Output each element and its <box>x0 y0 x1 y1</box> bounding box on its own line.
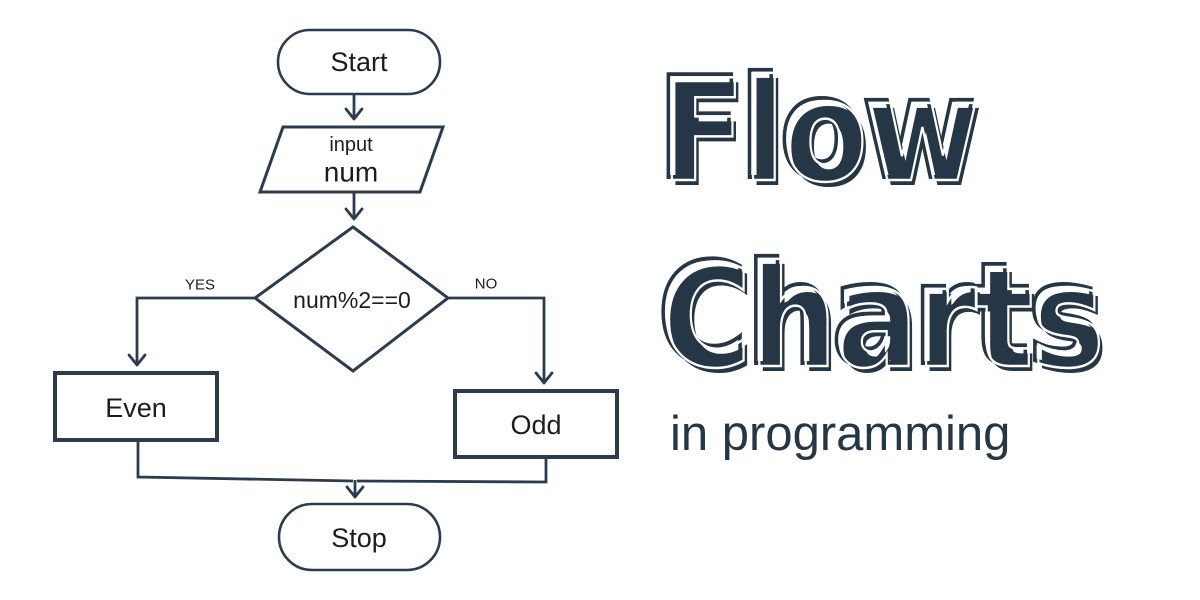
title-line-1-outline-layer: Flow <box>655 47 978 211</box>
stop-node <box>277 502 442 572</box>
input-label-line1: input <box>329 134 373 156</box>
start-label: Start <box>330 47 388 77</box>
input-node <box>257 125 446 194</box>
decision-node <box>252 225 451 373</box>
input-label-line2: num <box>324 157 378 188</box>
odd-node <box>453 389 619 459</box>
title-line-2-outline-layer: Charts <box>655 233 1103 397</box>
title-line-2-highlight-layer: Charts <box>659 236 1105 400</box>
odd-label: Odd <box>510 410 561 440</box>
subtitle: in programming <box>670 407 1011 461</box>
even-node <box>53 371 219 442</box>
edge-decision-to-odd <box>449 296 554 385</box>
stop-label: Stop <box>331 523 387 553</box>
title-line-1: Flow Flow Flow <box>655 57 983 208</box>
edge-odd-to-merge <box>356 458 548 484</box>
even-label: Even <box>105 393 167 423</box>
title-line-2: Charts Charts Charts <box>655 243 1108 394</box>
edge-even-to-merge <box>136 441 354 483</box>
title-line-2-text: Charts <box>664 241 1108 405</box>
edge-label-no: NO <box>475 276 498 293</box>
start-node <box>276 28 442 96</box>
decision-label: num%2==0 <box>293 287 411 313</box>
title-line-1-highlight-layer: Flow <box>659 50 980 214</box>
edge-decision-to-even <box>127 296 254 367</box>
flowchart-canvas: Start input num num%2==0 YES NO Even Odd… <box>53 28 619 572</box>
edge-label-yes: YES <box>185 277 215 294</box>
title-line-1-text: Flow <box>664 55 983 219</box>
